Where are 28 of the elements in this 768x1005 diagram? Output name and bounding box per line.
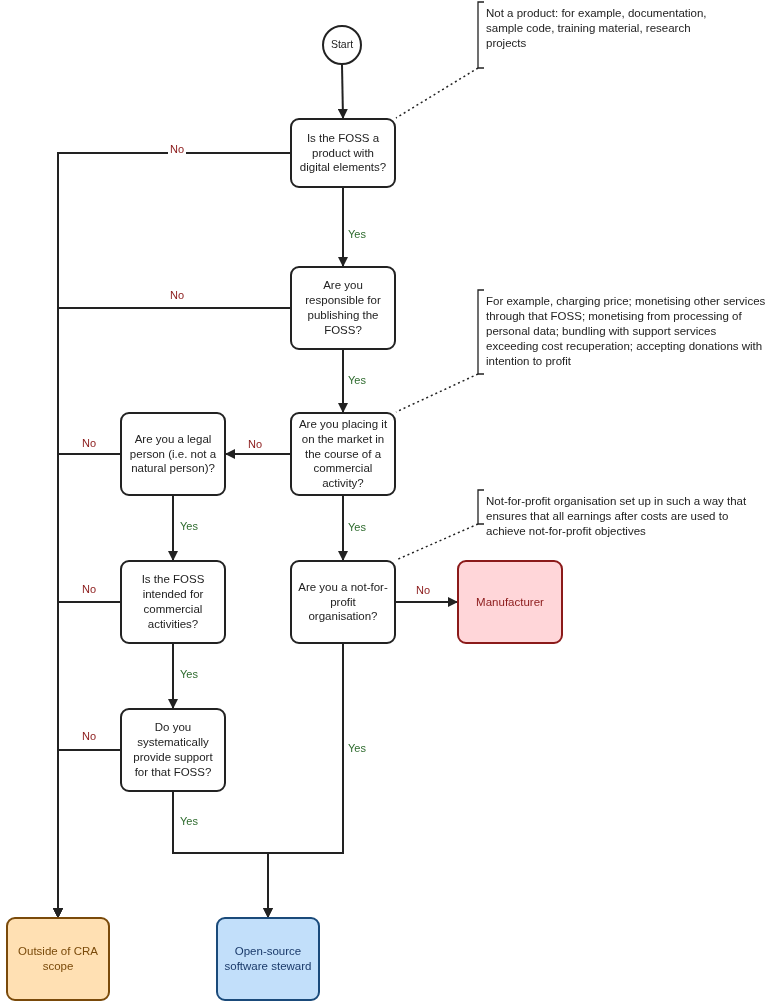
note-text: Not-for-profit organisation set up in such a way that ensures that all earnings after costs are used to achieve not-for-profit objectives bbox=[486, 494, 756, 539]
decision-box: Are you placing it on the market in the course of a commercial activity? bbox=[290, 412, 396, 496]
leader-line bbox=[395, 523, 479, 561]
result-box: Open-source software steward bbox=[216, 917, 320, 1001]
result-box: Outside of CRA scope bbox=[6, 917, 110, 1001]
arrow bbox=[395, 597, 458, 607]
arrow bbox=[338, 187, 348, 267]
decision-box: Do you systematically provide support for that FOSS? bbox=[120, 708, 226, 792]
decision-box: Are you a not-for-profit organisation? bbox=[290, 560, 396, 644]
start-circle: Start bbox=[322, 25, 362, 65]
decision-box: Are you responsible for publishing the FOSS? bbox=[290, 266, 396, 350]
result-box: Manufacturer bbox=[457, 560, 563, 644]
note-text: Not a product: for example, documentation, sample code, training material, research projects bbox=[486, 6, 716, 51]
arrow bbox=[338, 349, 348, 413]
arrow bbox=[168, 643, 178, 709]
arrow bbox=[338, 495, 348, 561]
decision-box: Is the FOSS a product with digital elements? bbox=[290, 118, 396, 188]
leader-line bbox=[395, 373, 479, 413]
leader-line bbox=[395, 67, 479, 119]
edge-label: No bbox=[168, 143, 187, 157]
decision-box: Is the FOSS intended for commercial activities? bbox=[120, 560, 226, 644]
arrow bbox=[225, 449, 291, 459]
decision-box: Are you a legal person (i.e. not a natural person)? bbox=[120, 412, 226, 496]
arrow bbox=[263, 643, 344, 918]
note-text: For example, charging price; monetising other services through that FOSS; monetising from processing of personal data; bundling with support services exceeding cost recuperation; accepting donations with intention to profit bbox=[486, 294, 766, 369]
arrow bbox=[168, 495, 178, 561]
arrow bbox=[53, 749, 121, 918]
arrow bbox=[337, 64, 348, 119]
